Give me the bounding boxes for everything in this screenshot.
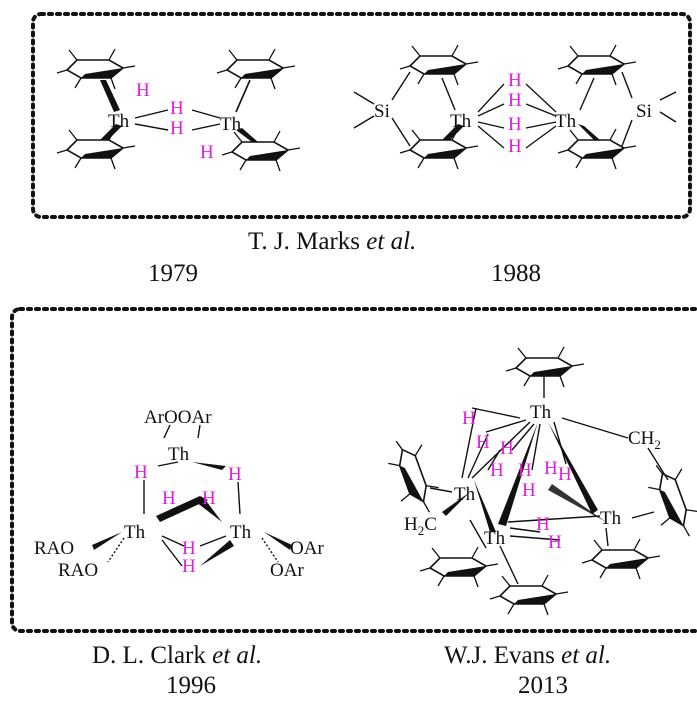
hydride-h: H <box>202 488 216 509</box>
hydride-h: H <box>200 142 214 163</box>
year-1988: 1988 <box>491 260 541 287</box>
th-atom: Th <box>230 522 252 543</box>
hydride-h: H <box>500 438 514 459</box>
hydride-h: H <box>508 70 522 91</box>
th-atom: Th <box>600 508 622 529</box>
caption-evans: W.J. Evans et al. <box>444 642 612 669</box>
hydride-h: H <box>162 488 176 509</box>
cp-ring-11 <box>640 456 697 545</box>
hydride-h: H <box>476 432 490 453</box>
hydride-h: H <box>522 480 536 501</box>
cp-ring-3 <box>216 48 296 90</box>
caption-marks: T. J. Marks et al. <box>248 228 417 255</box>
si-atom: Si <box>374 101 390 122</box>
hydride-h: H <box>508 90 522 111</box>
th-atom: Th <box>454 484 476 505</box>
cp-ring-8 <box>557 128 637 170</box>
ligand-rao: RAO <box>34 538 74 559</box>
year-1979: 1979 <box>148 260 198 287</box>
hydride-h: H <box>134 462 148 483</box>
cp-ring-9 <box>505 346 585 388</box>
hydride-h: H <box>558 464 572 485</box>
th-atom: Th <box>530 402 552 423</box>
ligand-oar: OAr <box>270 560 304 581</box>
bottom-panel-border <box>10 307 697 633</box>
hydride-h: H <box>182 538 196 559</box>
cp-ring-10 <box>380 432 447 521</box>
th-atom: Th <box>220 114 242 135</box>
hydride-h: H <box>228 464 242 485</box>
ligand-ar-o: ArOOAr <box>144 407 212 428</box>
cp-ring-6 <box>399 128 479 170</box>
hydride-h: H <box>490 460 504 481</box>
hydride-h: H <box>182 556 196 577</box>
th-atom: Th <box>108 111 130 132</box>
marks-1979-structure: Th Th H H H H <box>56 48 301 172</box>
hydride-h: H <box>544 458 558 479</box>
clark-1996-structure: ArOOAr Th Th Th RAO RAO OAr OAr H H H H … <box>34 407 324 581</box>
marks-1988-structure: Si Si Th Th H H H H <box>353 44 677 170</box>
th-atom: Th <box>124 522 146 543</box>
hydride-h: H <box>508 114 522 135</box>
cp-ring-5 <box>399 44 479 86</box>
th-atom: Th <box>555 111 577 132</box>
ligand-rao: RAO <box>58 560 98 581</box>
cp-ring-4 <box>221 130 301 172</box>
cp-ring-14 <box>581 538 661 580</box>
th-atom: Th <box>168 444 190 465</box>
hydride-h: H <box>518 460 532 481</box>
evans-2013-structure: Th Th Th Th CH2 H2C H H H H H H H H H H <box>380 346 697 616</box>
cp-ring-12 <box>419 546 499 588</box>
th-atom: Th <box>484 528 506 549</box>
ch2-group: CH2 <box>628 428 661 452</box>
hydride-h: H <box>170 118 184 139</box>
top-panel-border <box>31 12 692 219</box>
caption-clark: D. L. Clark et al. <box>92 642 263 669</box>
year-1996: 1996 <box>166 672 216 699</box>
th-atom: Th <box>450 111 472 132</box>
h2c-group: H2C <box>404 514 437 538</box>
cp-ring-2 <box>56 128 136 170</box>
year-2013: 2013 <box>518 672 568 699</box>
ligand-oar: OAr <box>290 538 324 559</box>
hydride-h: H <box>462 408 476 429</box>
si-atom: Si <box>636 101 652 122</box>
cp-ring-1 <box>56 48 136 90</box>
hydride-h: H <box>136 80 150 101</box>
hydride-h: H <box>508 136 522 157</box>
hydride-h: H <box>170 98 184 119</box>
cp-ring-13 <box>489 574 569 616</box>
hydride-h: H <box>548 532 562 553</box>
hydride-h: H <box>536 514 550 535</box>
